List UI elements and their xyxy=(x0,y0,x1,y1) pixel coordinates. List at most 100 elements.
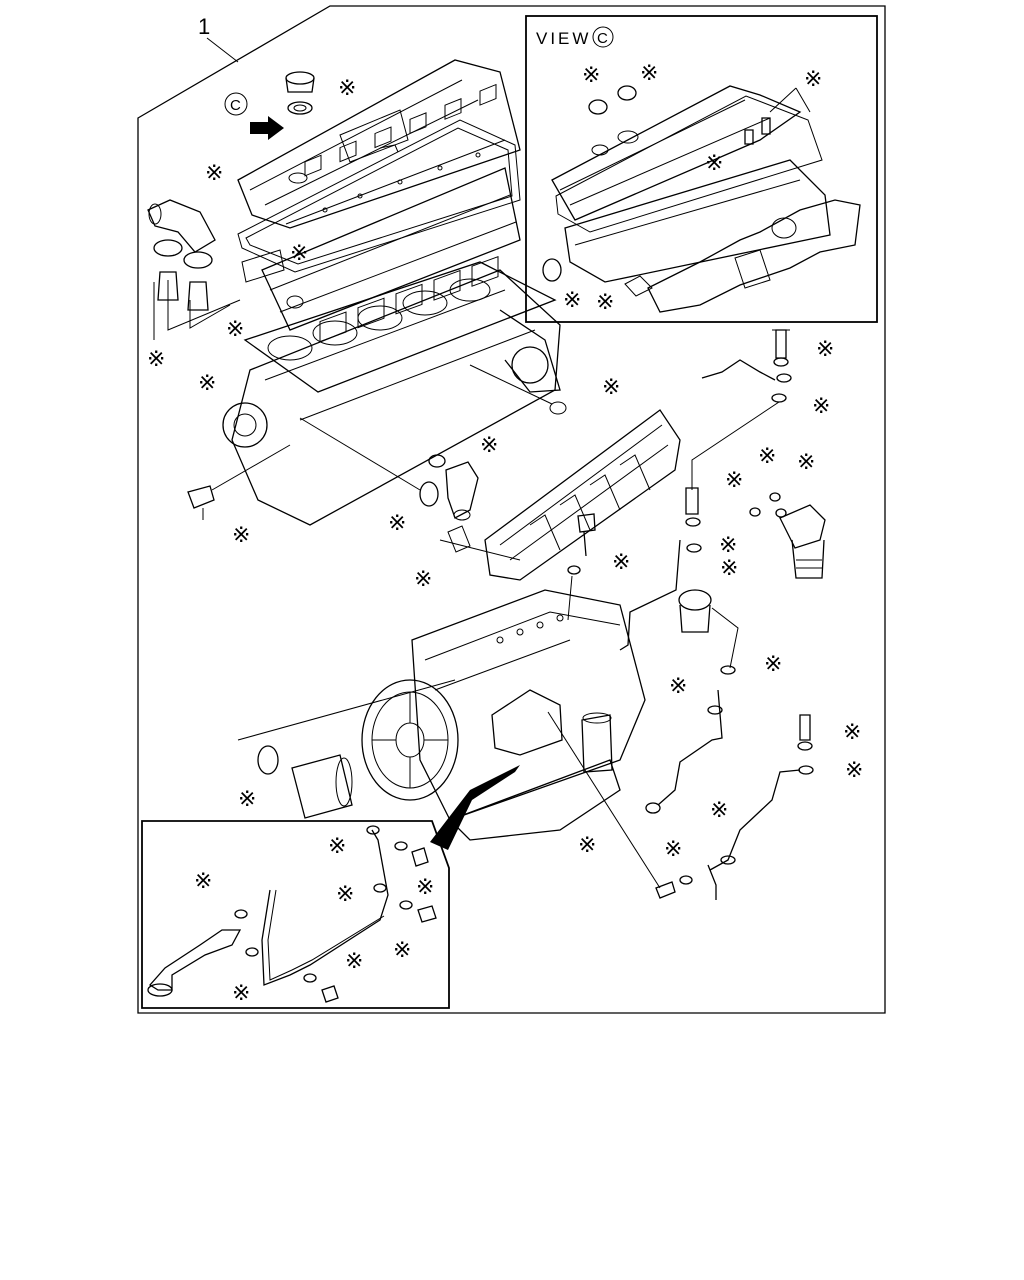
thermostat-right xyxy=(187,281,209,311)
cylinder-head xyxy=(261,83,521,331)
inset-bolt-c xyxy=(321,985,339,1003)
turbo-return-line xyxy=(655,714,814,900)
inset-washer-g xyxy=(303,973,317,983)
oil-cooler-element xyxy=(779,504,826,579)
oil-filler-cap xyxy=(285,71,315,115)
kit-marker: ※ xyxy=(582,62,600,87)
oil-line-bolt xyxy=(685,487,699,515)
rocker-cover-gasket xyxy=(237,119,521,273)
thermostat-housing xyxy=(147,199,216,253)
view-c-gasket xyxy=(555,95,823,233)
water-inlet-fitting xyxy=(445,461,479,521)
view-c-stud-a xyxy=(761,117,771,135)
kit-marker: ※ xyxy=(812,393,830,418)
kit-marker: ※ xyxy=(816,336,834,361)
view-c-cap-o-ring-b xyxy=(617,85,637,101)
view-direction-arrow xyxy=(250,116,284,140)
view-c-exhaust-gasket xyxy=(624,275,653,297)
water-inlet-o-ring xyxy=(428,454,446,468)
manifold-gasket-leader xyxy=(439,539,521,561)
kit-marker: ※ xyxy=(238,786,256,811)
block-o-ring xyxy=(549,401,567,415)
inset-bolt-a xyxy=(411,847,429,867)
cooler-washer-c xyxy=(775,508,787,518)
oil-pressure-switch xyxy=(567,513,596,575)
oil-pan xyxy=(448,759,621,841)
drain-cock-leader xyxy=(211,444,291,491)
kit-marker: ※ xyxy=(226,316,244,341)
kit-marker: ※ xyxy=(596,289,614,314)
oil-filter xyxy=(678,589,712,633)
kit-marker: ※ xyxy=(336,881,354,906)
cooler-washer-a xyxy=(749,507,761,517)
oil-return-line xyxy=(645,689,723,814)
washer-upper-1 xyxy=(773,357,789,367)
drain-cock xyxy=(187,485,215,520)
view-c-cylinder-head xyxy=(564,159,831,283)
thermostat-seal-left xyxy=(153,239,183,257)
thermostat-left xyxy=(157,271,179,301)
kit-marker: ※ xyxy=(563,287,581,312)
head-gasket xyxy=(243,261,557,393)
oil-line-washer-a xyxy=(685,517,701,527)
kit-markers: ※ ※ ※ ※ ※ ※ ※ ※ ※ ※ ※ ※ ※ ※ ※ ※ ※ ※ ※ ※ … xyxy=(147,60,863,1005)
oil-line-washer-b xyxy=(686,543,702,553)
switch-leader xyxy=(567,575,573,621)
turbo-oil-leader xyxy=(691,401,780,490)
kit-marker: ※ xyxy=(480,432,498,457)
view-c-inset-frame xyxy=(525,15,878,323)
turbo-oil-feed-line xyxy=(701,359,776,381)
inset-oil-pipe xyxy=(261,829,389,986)
flywheel xyxy=(361,679,459,801)
view-letter-circle xyxy=(592,26,614,48)
lines-inset-frame xyxy=(141,820,450,1009)
oil-strainer-pipe xyxy=(147,929,242,997)
arrow-letter-circle xyxy=(224,92,248,116)
kit-marker: ※ xyxy=(147,346,165,371)
view-c-cap-o-ring-a xyxy=(588,99,608,115)
kit-marker: ※ xyxy=(664,836,682,861)
arrow-letter: C xyxy=(230,97,241,114)
view-c-exhaust-manifold xyxy=(647,199,861,313)
filter-washer xyxy=(720,665,736,675)
view-c-stud-b xyxy=(744,129,754,145)
rocker-cover xyxy=(237,59,521,229)
dipstick-guide-pointer xyxy=(430,765,520,850)
kit-marker: ※ xyxy=(669,673,687,698)
intake-manifold xyxy=(484,409,681,581)
inset-oil-pipe-b xyxy=(267,889,385,981)
kit-marker: ※ xyxy=(232,980,250,1005)
inset-washer-d xyxy=(373,883,387,893)
kit-marker: ※ xyxy=(843,719,861,744)
kit-marker: ※ xyxy=(578,832,596,857)
kit-marker: ※ xyxy=(416,874,434,899)
kit-marker: ※ xyxy=(797,449,815,474)
pipe-o-ring xyxy=(257,745,279,775)
washer-upper-2 xyxy=(776,373,792,383)
kit-marker: ※ xyxy=(720,555,738,580)
kit-marker: ※ xyxy=(198,370,216,395)
kit-marker: ※ xyxy=(758,443,776,468)
water-outlet-pipe xyxy=(291,754,353,819)
kit-marker: ※ xyxy=(232,522,250,547)
thermostat-gasket xyxy=(241,249,285,283)
view-c-leader-lines xyxy=(769,87,811,113)
inset-washer-e xyxy=(394,841,408,851)
view-caption: VIEW xyxy=(536,29,591,48)
kit-marker: ※ xyxy=(612,549,630,574)
water-pipe-leader xyxy=(299,417,421,491)
view-letter: C xyxy=(597,30,608,47)
kit-marker: ※ xyxy=(414,566,432,591)
kit-marker: ※ xyxy=(328,833,346,858)
cylinder-block xyxy=(222,256,561,526)
item-number-label: 1 xyxy=(198,14,210,39)
kit-marker: ※ xyxy=(804,66,822,91)
item-leader-line xyxy=(206,37,239,63)
filter-leader xyxy=(711,607,739,669)
kit-marker: ※ xyxy=(338,75,356,100)
kit-marker: ※ xyxy=(388,510,406,535)
kit-marker: ※ xyxy=(290,240,308,265)
cooler-washer-b xyxy=(769,492,781,502)
inset-washer-b xyxy=(245,947,259,957)
kit-marker: ※ xyxy=(845,757,863,782)
